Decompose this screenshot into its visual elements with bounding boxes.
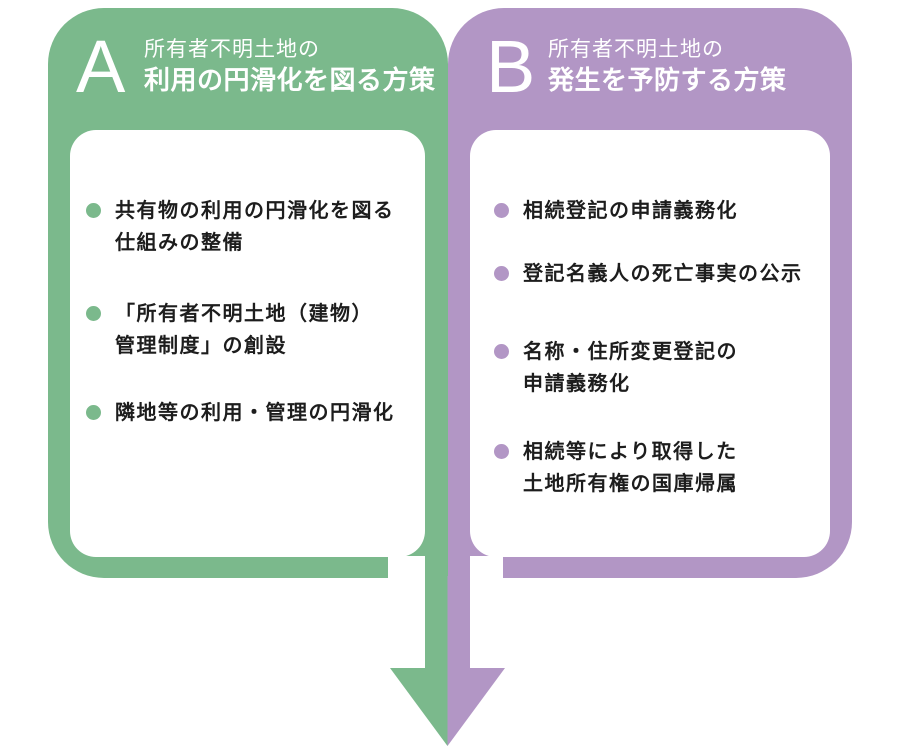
- list-item: 隣地等の利用・管理の円滑化: [86, 397, 395, 429]
- panel-b-subtitle: 所有者不明土地の: [548, 38, 724, 61]
- bullet-dot-icon: [86, 405, 101, 420]
- list-item-line: 隣地等の利用・管理の円滑化: [115, 402, 395, 424]
- panel-b-letter: B: [486, 25, 536, 108]
- list-item-line: 相続等により取得した: [523, 441, 738, 463]
- list-item-label: 隣地等の利用・管理の円滑化: [115, 397, 395, 429]
- panel-b-border-gap: [470, 556, 503, 579]
- bullet-dot-icon: [494, 266, 509, 281]
- list-item: 共有物の利用の円滑化を図る 仕組みの整備: [86, 195, 395, 259]
- list-item-line: 申請義務化: [523, 373, 631, 395]
- list-item-label: 名称・住所変更登記の 申請義務化: [523, 336, 738, 400]
- list-item-line: 土地所有権の国庫帰属: [523, 473, 738, 495]
- panel-b-title: 発生を予防する方策: [548, 65, 787, 95]
- bullet-dot-icon: [494, 203, 509, 218]
- down-arrow-icon: [390, 576, 505, 746]
- list-item-line: 登記名義人の死亡事実の公示: [523, 263, 803, 285]
- list-item-line: 仕組みの整備: [115, 232, 244, 254]
- list-item-label: 相続等により取得した 土地所有権の国庫帰属: [523, 436, 738, 500]
- arrow-shaft-right: [447, 576, 470, 670]
- panel-a-subtitle: 所有者不明土地の: [144, 38, 320, 61]
- list-item-label: 「所有者不明土地（建物） 管理制度」の創設: [115, 298, 373, 362]
- list-item: 「所有者不明土地（建物） 管理制度」の創設: [86, 298, 373, 362]
- panel-a-header: 所有者不明土地の 利用の円滑化を図る方策: [144, 37, 436, 96]
- list-item: 相続等により取得した 土地所有権の国庫帰属: [494, 436, 738, 500]
- panel-a-title: 利用の円滑化を図る方策: [144, 65, 436, 95]
- bullet-dot-icon: [494, 344, 509, 359]
- list-item-label: 共有物の利用の円滑化を図る 仕組みの整備: [115, 195, 395, 259]
- arrow-head-right: [447, 668, 505, 746]
- list-item-label: 登記名義人の死亡事実の公示: [523, 258, 803, 290]
- list-item: 登記名義人の死亡事実の公示: [494, 258, 803, 290]
- list-item: 名称・住所変更登記の 申請義務化: [494, 336, 738, 400]
- panel-a: A 所有者不明土地の 利用の円滑化を図る方策 共有物の利用の円滑化を図る 仕組み…: [48, 8, 448, 579]
- panel-a-border-gap: [388, 556, 425, 579]
- panel-a-letter: A: [76, 25, 126, 108]
- list-item-line: 名称・住所変更登記の: [523, 341, 738, 363]
- bullet-dot-icon: [86, 203, 101, 218]
- list-item-label: 相続登記の申請義務化: [523, 195, 738, 227]
- list-item-line: 「所有者不明土地（建物）: [115, 303, 373, 325]
- list-item-line: 管理制度」の創設: [115, 335, 287, 357]
- panel-b: B 所有者不明土地の 発生を予防する方策 相続登記の申請義務化 登記名義人の死亡…: [448, 8, 852, 579]
- list-item-line: 相続登記の申請義務化: [523, 200, 738, 222]
- arrow-shaft-left: [425, 576, 448, 670]
- arrow-head-left: [390, 668, 448, 746]
- panel-a-body: [70, 130, 425, 557]
- list-item-line: 共有物の利用の円滑化を図る: [115, 200, 395, 222]
- panel-b-body: [470, 130, 830, 557]
- panel-b-header: 所有者不明土地の 発生を予防する方策: [548, 37, 787, 96]
- bullet-dot-icon: [494, 444, 509, 459]
- list-item: 相続登記の申請義務化: [494, 195, 738, 227]
- bullet-dot-icon: [86, 306, 101, 321]
